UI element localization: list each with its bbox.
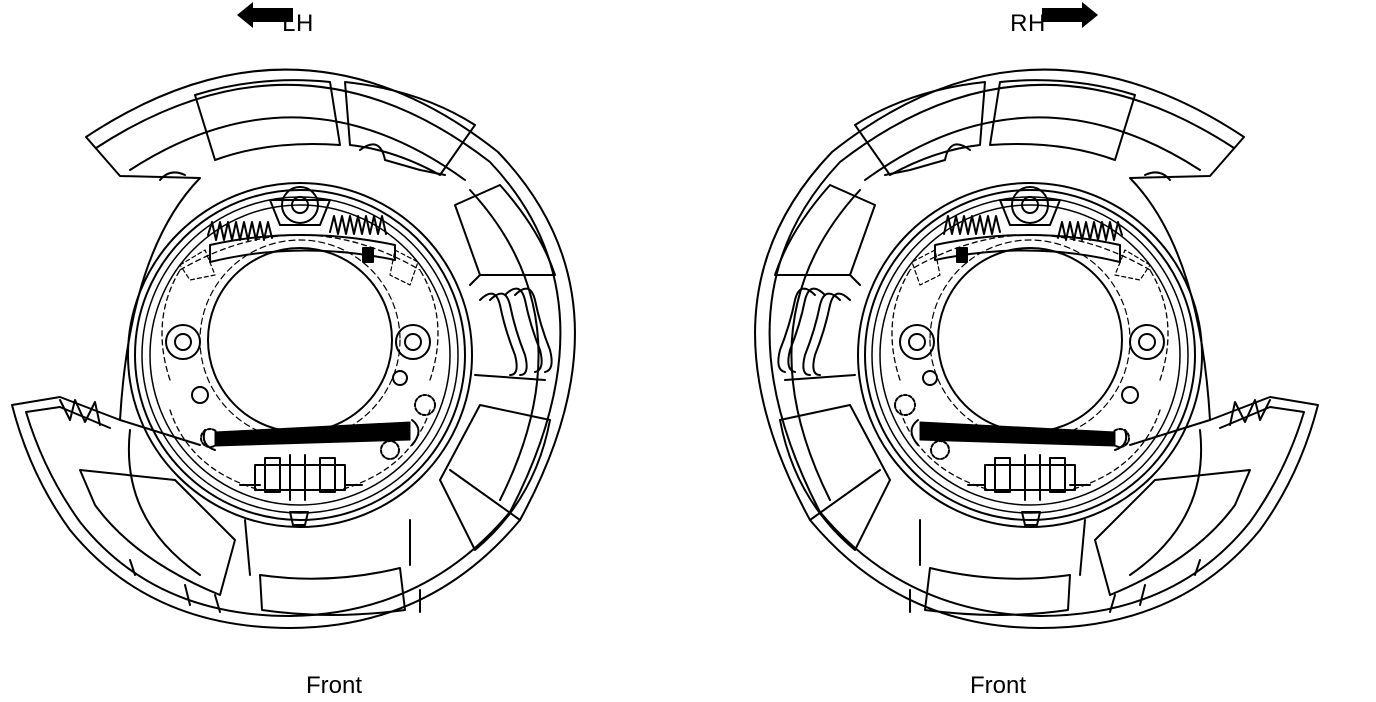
lh-brake-backing-plate-drawing bbox=[11, 68, 576, 629]
mount-bolt-left bbox=[165, 324, 201, 360]
lh-view: LH bbox=[11, 2, 576, 699]
shield-window-top bbox=[344, 81, 476, 176]
rh-label: RH bbox=[1010, 10, 1046, 37]
hub-opening bbox=[207, 247, 393, 433]
shield-rib-right-1 bbox=[479, 292, 518, 376]
shield-window-lower-right bbox=[439, 404, 551, 551]
adjuster-assembly bbox=[254, 464, 346, 491]
backing-plate-outer bbox=[127, 182, 473, 528]
shield-window-bottom bbox=[259, 567, 406, 616]
rh-front-label: Front bbox=[970, 672, 1027, 699]
shield-rib-right-2 bbox=[504, 287, 543, 373]
dust-shield-outline bbox=[11, 68, 576, 629]
mount-bolt-right bbox=[395, 324, 431, 360]
right-arrow-icon bbox=[1042, 2, 1098, 28]
shield-window-right bbox=[454, 184, 556, 276]
adjuster-spring bbox=[214, 421, 411, 447]
rh-brake-backing-plate-drawing bbox=[754, 68, 1319, 629]
rh-view: RH Front bbox=[688, 0, 1376, 702]
shield-window-lower-left bbox=[79, 469, 236, 596]
anchor-pin bbox=[281, 186, 319, 224]
lh-front-label: Front bbox=[306, 672, 363, 699]
upper-return-spring-right bbox=[329, 215, 387, 235]
left-arrow-icon bbox=[237, 2, 293, 28]
shield-window-top-left bbox=[194, 79, 341, 161]
